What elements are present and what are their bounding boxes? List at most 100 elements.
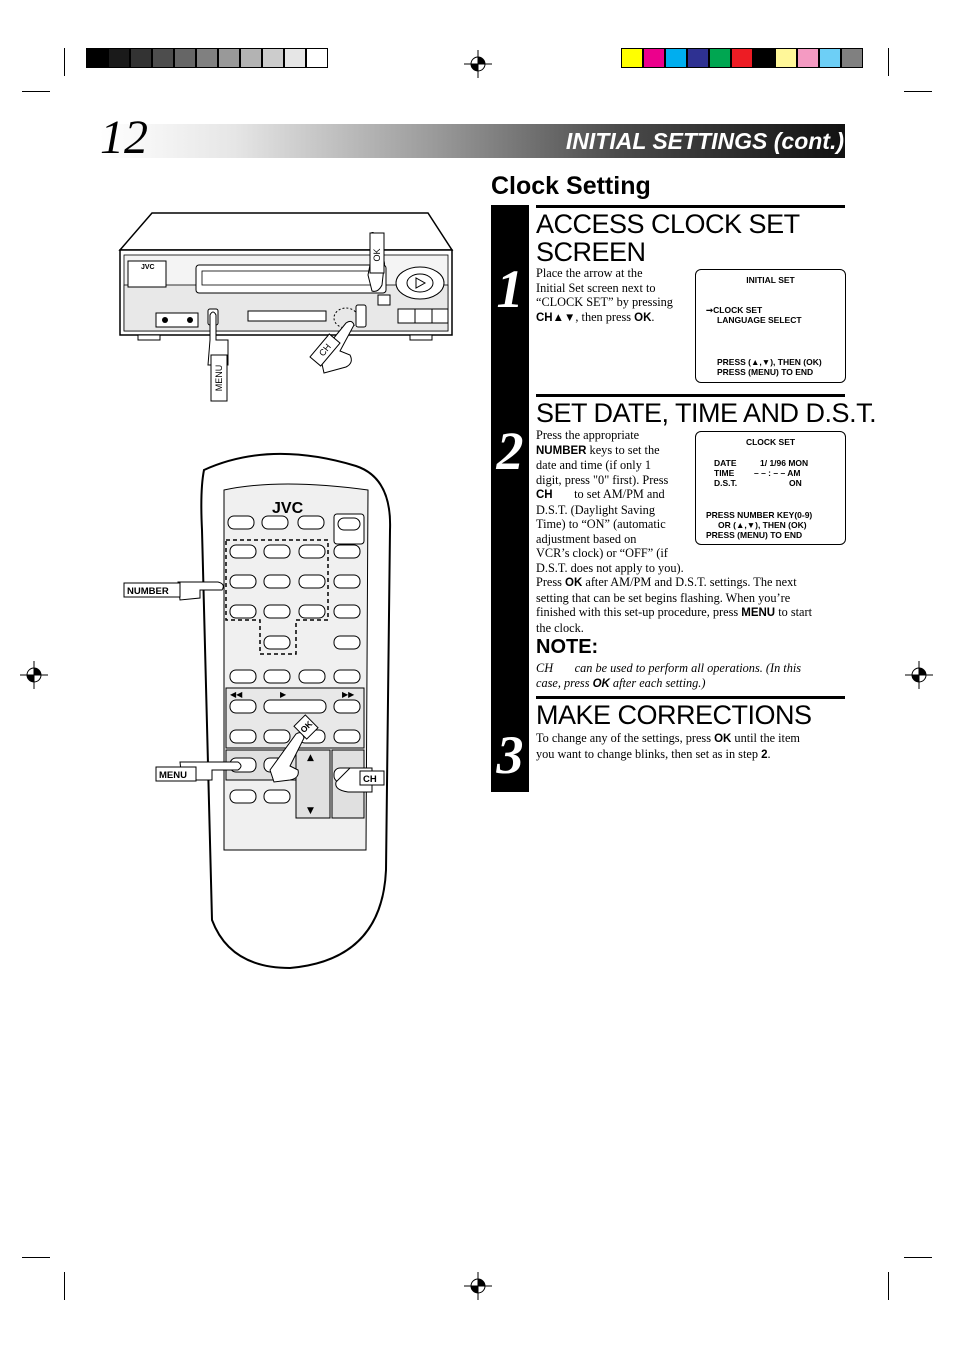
text-span: you want to change blinks, then set as i… bbox=[536, 746, 762, 761]
text-line: D.S.T. (Daylight Saving bbox=[536, 502, 655, 517]
calibration-swatch bbox=[709, 48, 731, 68]
note-text: CH can be used to perform all operations… bbox=[536, 661, 841, 691]
initial-set-screen: INITIAL SET ➞CLOCK SET LANGUAGE SELECT P… bbox=[695, 269, 846, 383]
text-line: you want to change blinks, then set as i… bbox=[536, 747, 846, 763]
step-number: 1 bbox=[496, 259, 524, 319]
text-line: the clock. bbox=[536, 620, 584, 635]
text-line: CH▲▼, then press OK. bbox=[536, 310, 686, 326]
header-band bbox=[100, 124, 845, 158]
remote-number-label: NUMBER bbox=[127, 586, 169, 597]
step-title: ACCESS CLOCK SET SCREEN bbox=[536, 210, 800, 266]
vcr-illustration: JVC OK MENU CH bbox=[118, 212, 454, 402]
text-line: VCR’s clock) or “OFF” (if bbox=[536, 546, 668, 560]
remote-brand-label: JVC bbox=[272, 500, 304, 517]
step-title: MAKE CORRECTIONS bbox=[536, 700, 812, 730]
text-span: to set AM/PM and bbox=[552, 487, 665, 501]
text-span: . bbox=[651, 309, 655, 324]
registration-mark-icon bbox=[20, 661, 48, 689]
calibration-swatch bbox=[86, 48, 108, 68]
remote-ch-label: CH bbox=[363, 774, 377, 785]
calibration-swatch bbox=[174, 48, 196, 68]
text-line: digit, press "0" first). Press bbox=[536, 472, 669, 487]
screen-line: PRESS (MENU) TO END bbox=[717, 367, 814, 377]
text-span: , then press bbox=[575, 309, 635, 324]
calibration-swatch bbox=[152, 48, 174, 68]
text-line: case, press OK after each setting.) bbox=[536, 676, 841, 692]
calibration-swatch bbox=[240, 48, 262, 68]
calibration-swatch bbox=[687, 48, 709, 68]
crop-mark bbox=[904, 91, 932, 92]
screen-title: INITIAL SET bbox=[746, 275, 795, 285]
text-line: “CLOCK SET” by pressing bbox=[536, 295, 673, 309]
ch-up-icon: ▲ bbox=[307, 753, 314, 763]
text-span: finished with this set-up procedure, pre… bbox=[536, 605, 742, 619]
step-bar bbox=[491, 205, 529, 792]
clock-set-screen: CLOCK SET DATE 1/ 1/96 MON TIME – – : – … bbox=[695, 431, 846, 545]
step-text: To change any of the settings, press OK … bbox=[536, 731, 846, 762]
text-line: setting that can be set begins flashing.… bbox=[536, 590, 791, 605]
text-line: NUMBER keys to set the bbox=[536, 443, 846, 459]
text-line: date and time (if only 1 bbox=[536, 458, 652, 472]
crop-mark bbox=[64, 1272, 65, 1300]
text-span: after AM/PM and D.S.T. settings. The nex… bbox=[582, 575, 797, 589]
crop-mark bbox=[888, 48, 889, 76]
calibration-swatch bbox=[775, 48, 797, 68]
screen-label: DATE bbox=[714, 458, 737, 468]
calibration-swatch bbox=[665, 48, 687, 68]
section-title: INITIAL SETTINGS (cont.) bbox=[565, 128, 844, 154]
key-name: CH bbox=[536, 489, 553, 501]
screen-line: PRESS (MENU) TO END bbox=[706, 530, 803, 540]
text-span: . bbox=[767, 746, 771, 761]
key-name: NUMBER bbox=[536, 444, 587, 457]
step-number: 3 bbox=[496, 725, 524, 785]
crop-mark bbox=[888, 1272, 889, 1300]
step-number: 2 bbox=[496, 421, 524, 481]
key-name: OK bbox=[634, 311, 652, 324]
calibration-swatch bbox=[841, 48, 863, 68]
text-line: D.S.T. does not apply to you). bbox=[536, 560, 684, 575]
text-line: CH to set AM/PM and bbox=[536, 487, 846, 503]
text-span: after each setting.) bbox=[609, 675, 706, 690]
text-line: CH can be used to perform all operations… bbox=[536, 661, 841, 676]
text-span: until the item bbox=[731, 731, 800, 745]
crop-mark bbox=[904, 1257, 932, 1258]
text-span: to start bbox=[775, 605, 813, 619]
crop-mark bbox=[64, 48, 65, 76]
text-span: Press bbox=[536, 575, 566, 589]
text-line: To change any of the settings, press OK … bbox=[536, 731, 846, 747]
calibration-swatch bbox=[262, 48, 284, 68]
page-number: 12 bbox=[100, 111, 148, 164]
calibration-swatch bbox=[284, 48, 306, 68]
calibration-swatch bbox=[621, 48, 643, 68]
key-name: OK bbox=[592, 677, 610, 690]
text-span: To change any of the settings, press bbox=[536, 731, 715, 745]
text-span: keys to set the bbox=[586, 442, 660, 457]
calibration-swatch bbox=[797, 48, 819, 68]
step-title-line: ACCESS CLOCK SET bbox=[536, 209, 800, 239]
calibration-swatch bbox=[643, 48, 665, 68]
text-span: can be used to perform all operations. (… bbox=[553, 661, 802, 675]
step-title-line: SCREEN bbox=[536, 237, 646, 267]
text-line: Place the arrow at the bbox=[536, 266, 643, 280]
crop-mark bbox=[22, 1257, 50, 1258]
crop-mark bbox=[22, 91, 50, 92]
text-line: Initial Set screen next to bbox=[536, 280, 656, 295]
step-rule bbox=[536, 394, 845, 397]
screen-line: PRESS (▲,▼), THEN (OK) bbox=[717, 357, 822, 367]
vcr-menu-label: MENU bbox=[214, 365, 224, 392]
screen-line: PRESS NUMBER KEY(0-9) bbox=[706, 510, 813, 520]
calibration-swatch bbox=[306, 48, 328, 68]
text-line: finished with this set-up procedure, pre… bbox=[536, 605, 846, 621]
remote-illustration: JVC ◀◀ ▶ ▶▶ ▲ ▼ NUMBER MENU CH OK bbox=[123, 452, 392, 970]
screen-label: D.S.T. bbox=[714, 478, 738, 488]
text-line: Press the appropriate bbox=[536, 428, 640, 442]
key-name: CH▲▼ bbox=[536, 311, 576, 324]
text-line: Press OK after AM/PM and D.S.T. settings… bbox=[536, 575, 846, 591]
rewind-icon: ◀◀ bbox=[230, 690, 243, 699]
screen-line: OR (▲,▼), THEN (OK) bbox=[718, 520, 807, 530]
registration-mark-icon bbox=[905, 661, 933, 689]
text-line: Time) to “ON” (automatic bbox=[536, 517, 666, 531]
calibration-swatch bbox=[819, 48, 841, 68]
key-name: 2 bbox=[761, 748, 768, 761]
screen-line: ➞CLOCK SET bbox=[706, 305, 763, 315]
